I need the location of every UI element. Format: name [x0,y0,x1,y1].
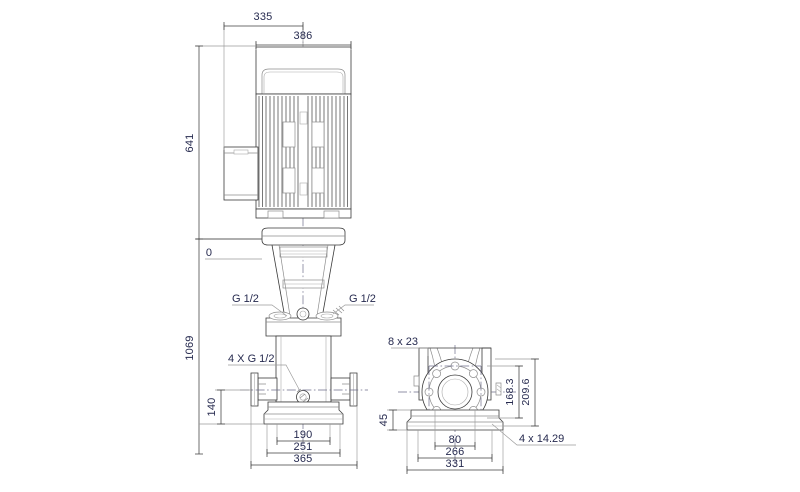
callout-g12-right: G 1/2 [349,293,376,305]
dim-251: 251 [294,441,313,453]
fan-cover-inner2 [263,71,344,93]
flange-bore-inner [441,378,469,406]
stool-leg-right-inner [316,244,329,317]
motor-panel-left-upper [282,121,296,148]
leader-4xg12 [228,364,301,392]
motor-panel-right-upper [311,121,325,148]
drain-plug-hatch [296,388,309,403]
leader-8x23 [391,347,429,356]
motor-panel-left-lower [282,167,296,194]
pump-chamber-stack [275,335,332,404]
stool-leg-left-outer [271,244,286,319]
dim-140: 140 [206,398,218,417]
callout-4xg12: 4 X G 1/2 [228,353,274,365]
dim-209-6: 209.6 [520,378,532,405]
coupling-guard-upper [279,246,328,258]
side-lug-hatch [496,384,502,393]
left-pipe-bore [258,383,266,395]
front-view: 335 386 641 0 1069 [184,11,376,469]
leader-g12-left [232,304,288,317]
head-port-left-inner [273,313,287,319]
pipe-flanges [240,372,368,407]
motor-panel-right-lower [311,167,325,194]
motor-bolt-right [323,210,340,219]
dim-335: 335 [254,11,273,23]
dim-386: 386 [294,30,313,42]
priming-plug-hatch [332,305,345,316]
side-base-body [406,409,504,431]
side-view-dimensions: 8 x 23 168.3 209.6 45 [378,336,576,474]
side-lug-right [495,382,502,396]
left-pipe-neck [257,377,278,401]
terminal-box [223,146,259,201]
callout-8x23: 8 x 23 [388,336,418,348]
dim-45: 45 [378,414,390,427]
base-body [263,401,344,425]
motor-stool [261,227,346,337]
dim-641: 641 [184,134,196,153]
shaft-band-upper [299,111,308,125]
side-flange [421,358,489,426]
motor-foot-flange [255,208,352,219]
head-vent-plug-inner [299,310,307,318]
right-pipe-neck [330,377,351,401]
callout-g12-left: G 1/2 [232,293,259,305]
dim-266: 266 [446,446,465,458]
dim-1069: 1069 [184,335,196,360]
dim-168-3: 168.3 [504,378,516,405]
front-view-dimensions: 335 386 641 0 1069 [184,11,376,469]
shaft-band-lower [299,182,308,196]
dim-datum-0: 0 [206,247,212,259]
fan-cover-inner [261,68,346,94]
dim-80: 80 [449,434,462,446]
motor-bolt-left [267,210,284,219]
pump-base [263,401,344,425]
right-pipe-bore [342,383,350,395]
stool-leg-right-outer [321,244,336,319]
motor-assembly [223,46,352,219]
stool-top-plate [261,227,346,246]
stool-leg-left-inner [278,244,291,317]
leader-4x1429 [491,423,576,446]
side-lug-left [413,375,420,387]
dim-331: 331 [446,458,465,470]
dim-365: 365 [294,453,313,465]
flange-bore [437,374,473,410]
drain-plug-inner [299,393,307,401]
pump-head [265,317,342,337]
head-port-right-inner [320,313,334,319]
dim-190: 190 [294,429,313,441]
terminal-box-gland [233,149,249,155]
callout-4x14-29: 4 x 14.29 [519,433,564,445]
leader-g12-right [332,304,374,315]
side-base [406,409,504,431]
side-view: 8 x 23 168.3 209.6 45 [378,336,576,474]
motor-fan-cover [255,46,352,95]
